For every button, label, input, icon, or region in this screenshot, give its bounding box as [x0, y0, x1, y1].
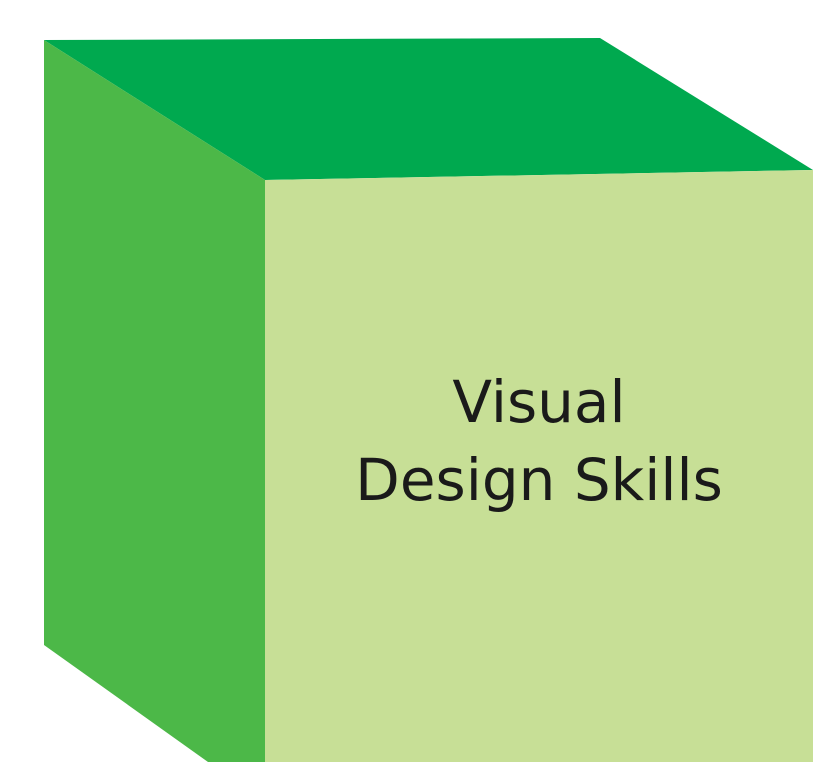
cube-top-face: [44, 38, 813, 180]
cube-side-face: [44, 40, 265, 762]
cube-front-face: [265, 170, 813, 762]
label-line-2: Design Skills: [355, 446, 723, 514]
label-line-1: Visual: [452, 367, 626, 436]
cube-front-label: Visual Design Skills: [265, 180, 813, 762]
